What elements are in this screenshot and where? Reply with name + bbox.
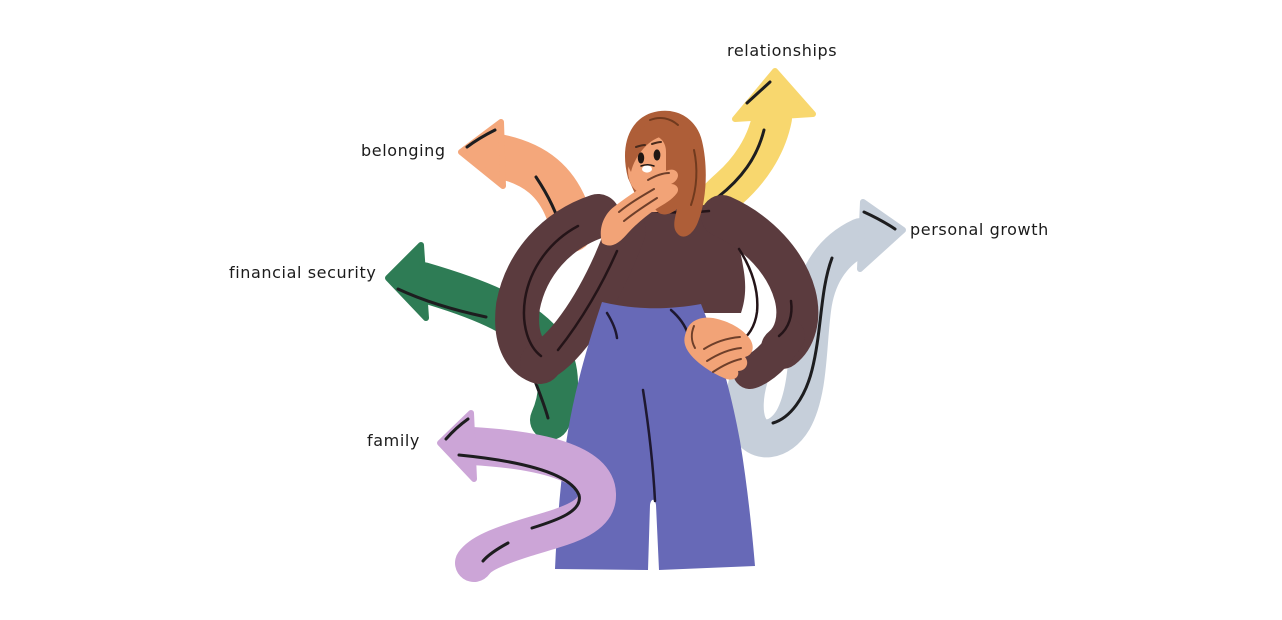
finger-line-2 — [623, 197, 658, 222]
hand-on-chin — [600, 169, 679, 246]
hair-strands — [649, 116, 698, 206]
arrow-belonging-head — [458, 119, 506, 189]
arrow-personal-growth-head — [857, 199, 906, 272]
left-forearm-seam — [556, 249, 619, 352]
left-pocket-seam — [605, 311, 619, 340]
finger-line-1 — [618, 188, 655, 213]
hip-finger-line-1 — [703, 336, 741, 350]
hair-strand-top — [649, 116, 679, 126]
right-eyebrow — [651, 141, 662, 145]
hair-strand-side — [690, 149, 698, 206]
arrow-belonging-accent-head — [465, 128, 497, 149]
eyebrows — [635, 141, 662, 148]
arrow-relationships-head — [732, 68, 816, 122]
arrow-family-head — [437, 410, 477, 482]
label-financial-security: financial security — [229, 263, 377, 282]
arrow-relationships — [691, 68, 816, 230]
person-right-forearm — [733, 319, 805, 389]
mouth-line — [640, 164, 655, 167]
right-eye — [653, 149, 661, 161]
left-arm-seam — [522, 224, 580, 358]
arrow-financial-security-accent-head — [396, 287, 488, 319]
arrow-personal-growth-stem — [725, 218, 880, 458]
arrow-financial-security-head — [385, 242, 429, 321]
sweater-seams — [522, 206, 793, 358]
hip-finger-line-2 — [706, 347, 742, 362]
arrow-personal-growth-accent-stem — [771, 256, 834, 425]
hip-thumb-line — [690, 325, 696, 349]
arrow-personal-growth-accent-head — [862, 210, 897, 231]
label-relationships: relationships — [727, 41, 838, 60]
hip-finger-line-3 — [712, 358, 742, 373]
label-belonging: belonging — [361, 141, 446, 160]
label-personal-growth: personal growth — [910, 220, 1049, 239]
label-family: family — [367, 431, 420, 450]
left-eyebrow — [635, 144, 646, 148]
arrow-relationships-accent-stem — [716, 128, 766, 199]
arrow-family-accent-tail — [481, 541, 510, 563]
arrow-family-accent-stem — [457, 453, 581, 530]
hip-hand-finger-lines — [690, 325, 742, 373]
hand-on-hip — [684, 317, 753, 380]
arrow-family — [437, 410, 616, 582]
person-hair-swoop — [626, 121, 690, 172]
right-elbow-seam — [777, 299, 793, 338]
left-eye — [637, 152, 645, 164]
arrow-family-accent-head — [444, 417, 470, 441]
pants-crease — [641, 388, 657, 503]
mouth — [642, 165, 652, 173]
chin-hand-finger-lines — [618, 172, 670, 222]
arrow-personal-growth — [725, 199, 906, 458]
arrow-relationships-accent-head — [745, 80, 772, 105]
person-figure — [495, 110, 819, 570]
finger-line-3 — [647, 172, 670, 181]
